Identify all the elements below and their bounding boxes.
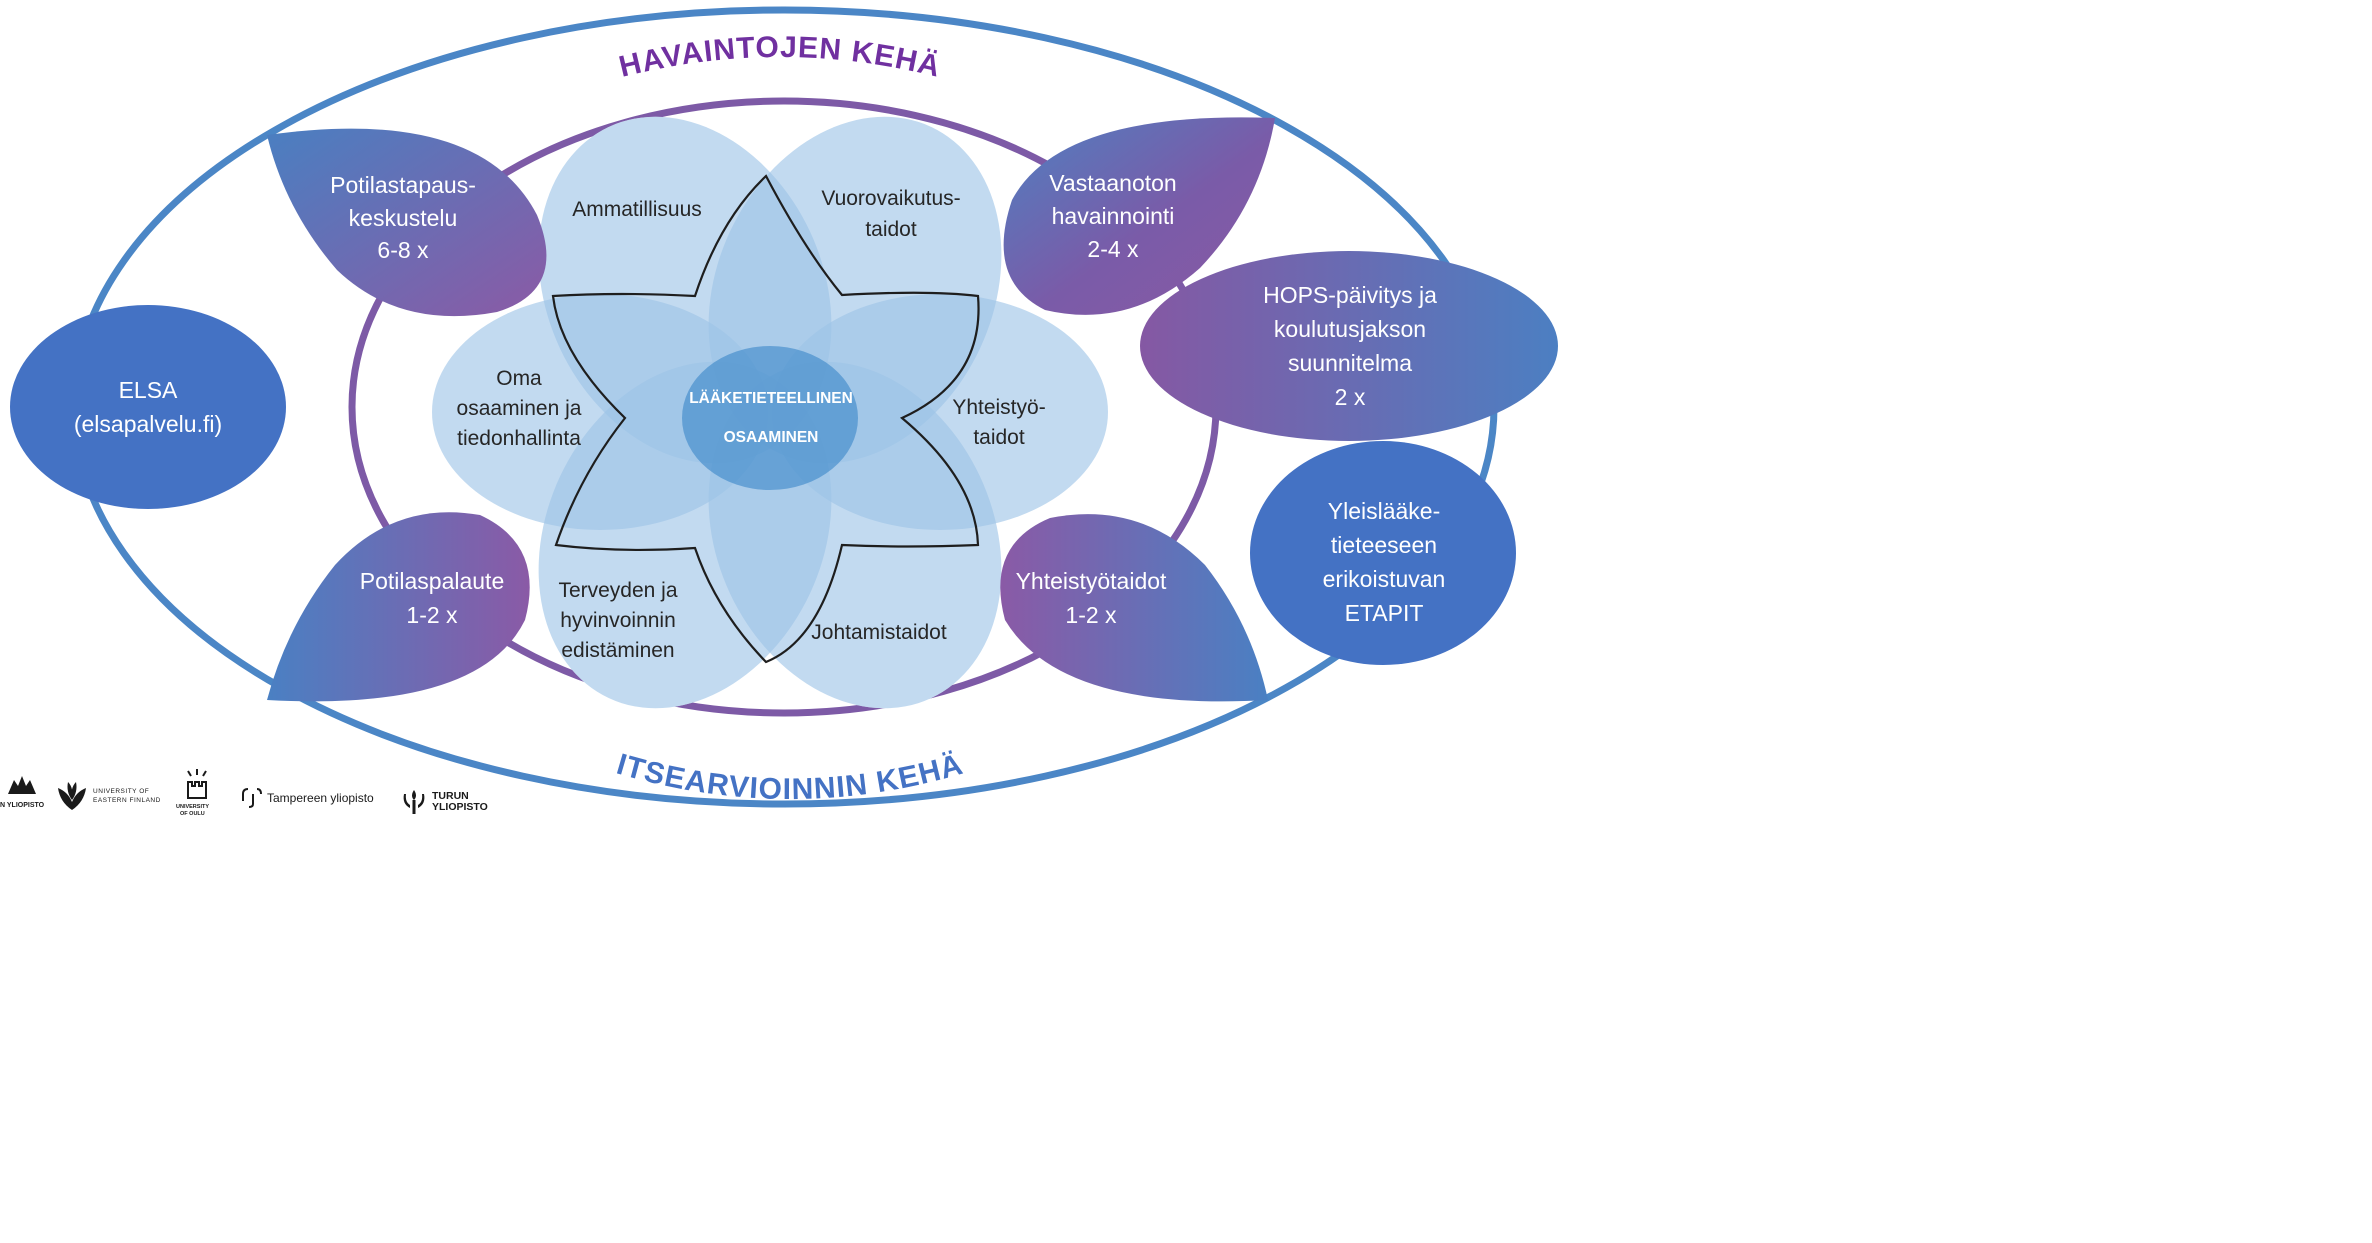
center-core [682, 346, 858, 490]
flower-star-outline [551, 174, 980, 664]
leaf-bl-line1: Potilaspalaute [360, 568, 505, 594]
petal-label-yhteistyo-2: taidot [973, 426, 1025, 449]
petal-label-terveyden-2: hyvinvoinnin [560, 609, 676, 632]
uef-leaves-icon [58, 782, 86, 810]
petal-label-vuorovaikutus-1: Vuorovaikutus- [821, 187, 960, 210]
petal-label-johtamistaidot: Johtamistaidot [811, 621, 947, 644]
hops-ellipse [1140, 251, 1558, 441]
hops-line3: suunnitelma [1288, 350, 1412, 376]
turku-text-line2: YLIOPISTO [432, 801, 488, 813]
havaintojen-keha-title: HAVAINTOJEN KEHÄ [616, 31, 944, 84]
leaf-vastaanoton-havainnointi [1003, 117, 1275, 315]
leaf-tr-line3: 2-4 x [1087, 236, 1139, 262]
petal-label-terveyden-1: Terveyden ja [558, 579, 677, 602]
petal-label-oma-2: osaaminen ja [457, 397, 582, 420]
uef-text-line2: EASTERN FINLAND [93, 797, 161, 804]
elsa-line2: (elsapalvelu.fi) [74, 411, 222, 437]
university-logos: N YLIOPISTO UNIVERSITY OF EASTERN FINLAN… [0, 764, 520, 822]
leaf-br-line1: Yhteistyötaidot [1016, 568, 1167, 594]
petal-label-oma-1: Oma [496, 367, 542, 390]
etapit-line1: Yleislääke- [1328, 498, 1441, 524]
leaf-tr-line1: Vastaanoton [1049, 170, 1176, 196]
leaf-bl-line2: 1-2 x [406, 602, 458, 628]
helsinki-crest-icon [8, 776, 36, 794]
leaf-potilastapauskeskustelu [267, 128, 547, 317]
petal-label-yhteistyo-1: Yhteistyö- [952, 396, 1045, 419]
elsa-line1: ELSA [119, 377, 178, 403]
elsa-ellipse [10, 305, 286, 509]
hops-line4: 2 x [1335, 384, 1366, 410]
etapit-ellipse [1250, 441, 1516, 665]
leaf-yhteistyotaidot [1000, 514, 1268, 702]
uef-text-line1: UNIVERSITY OF [93, 788, 150, 795]
tampere-bracket-icon [242, 788, 262, 808]
etapit-line4: ETAPIT [1345, 600, 1424, 626]
petal-label-terveyden-3: edistäminen [561, 639, 674, 662]
oulu-text-line1: UNIVERSITY [176, 804, 210, 810]
etapit-line3: erikoistuvan [1323, 566, 1446, 592]
leaf-tl-line2: keskustelu [349, 205, 458, 231]
oulu-text-line2: OF OULU [180, 811, 205, 817]
competence-diagram: HAVAINTOJEN KEHÄ ITSEARVIOINNIN KEHÄ LÄÄ… [10, 6, 1558, 808]
tampere-text: Tampereen yliopisto [267, 791, 374, 805]
leaf-tl-line3: 6-8 x [377, 237, 429, 263]
leaf-tr-line2: havainnointi [1052, 203, 1175, 229]
center-title-line1: LÄÄKETIETEELLINEN [689, 390, 853, 407]
etapit-line2: tieteeseen [1331, 532, 1437, 558]
turku-text-line1: TURUN [432, 790, 469, 802]
petal-label-oma-3: tiedonhallinta [457, 427, 581, 450]
center-title-line2: OSAAMINEN [724, 429, 819, 446]
petal-label-ammatillisuus: Ammatillisuus [572, 198, 702, 221]
leaf-potilaspalaute [267, 512, 530, 702]
leaf-tl-line1: Potilastapaus- [330, 172, 476, 198]
turku-torch-icon [403, 790, 425, 814]
helsinki-logo-text: N YLIOPISTO [0, 802, 45, 809]
petal-label-vuorovaikutus-2: taidot [865, 218, 917, 241]
hops-line2: koulutusjakson [1274, 316, 1426, 342]
oulu-tower-icon [187, 769, 207, 799]
hops-line1: HOPS-päivitys ja [1263, 282, 1437, 308]
leaf-br-line2: 1-2 x [1065, 602, 1117, 628]
